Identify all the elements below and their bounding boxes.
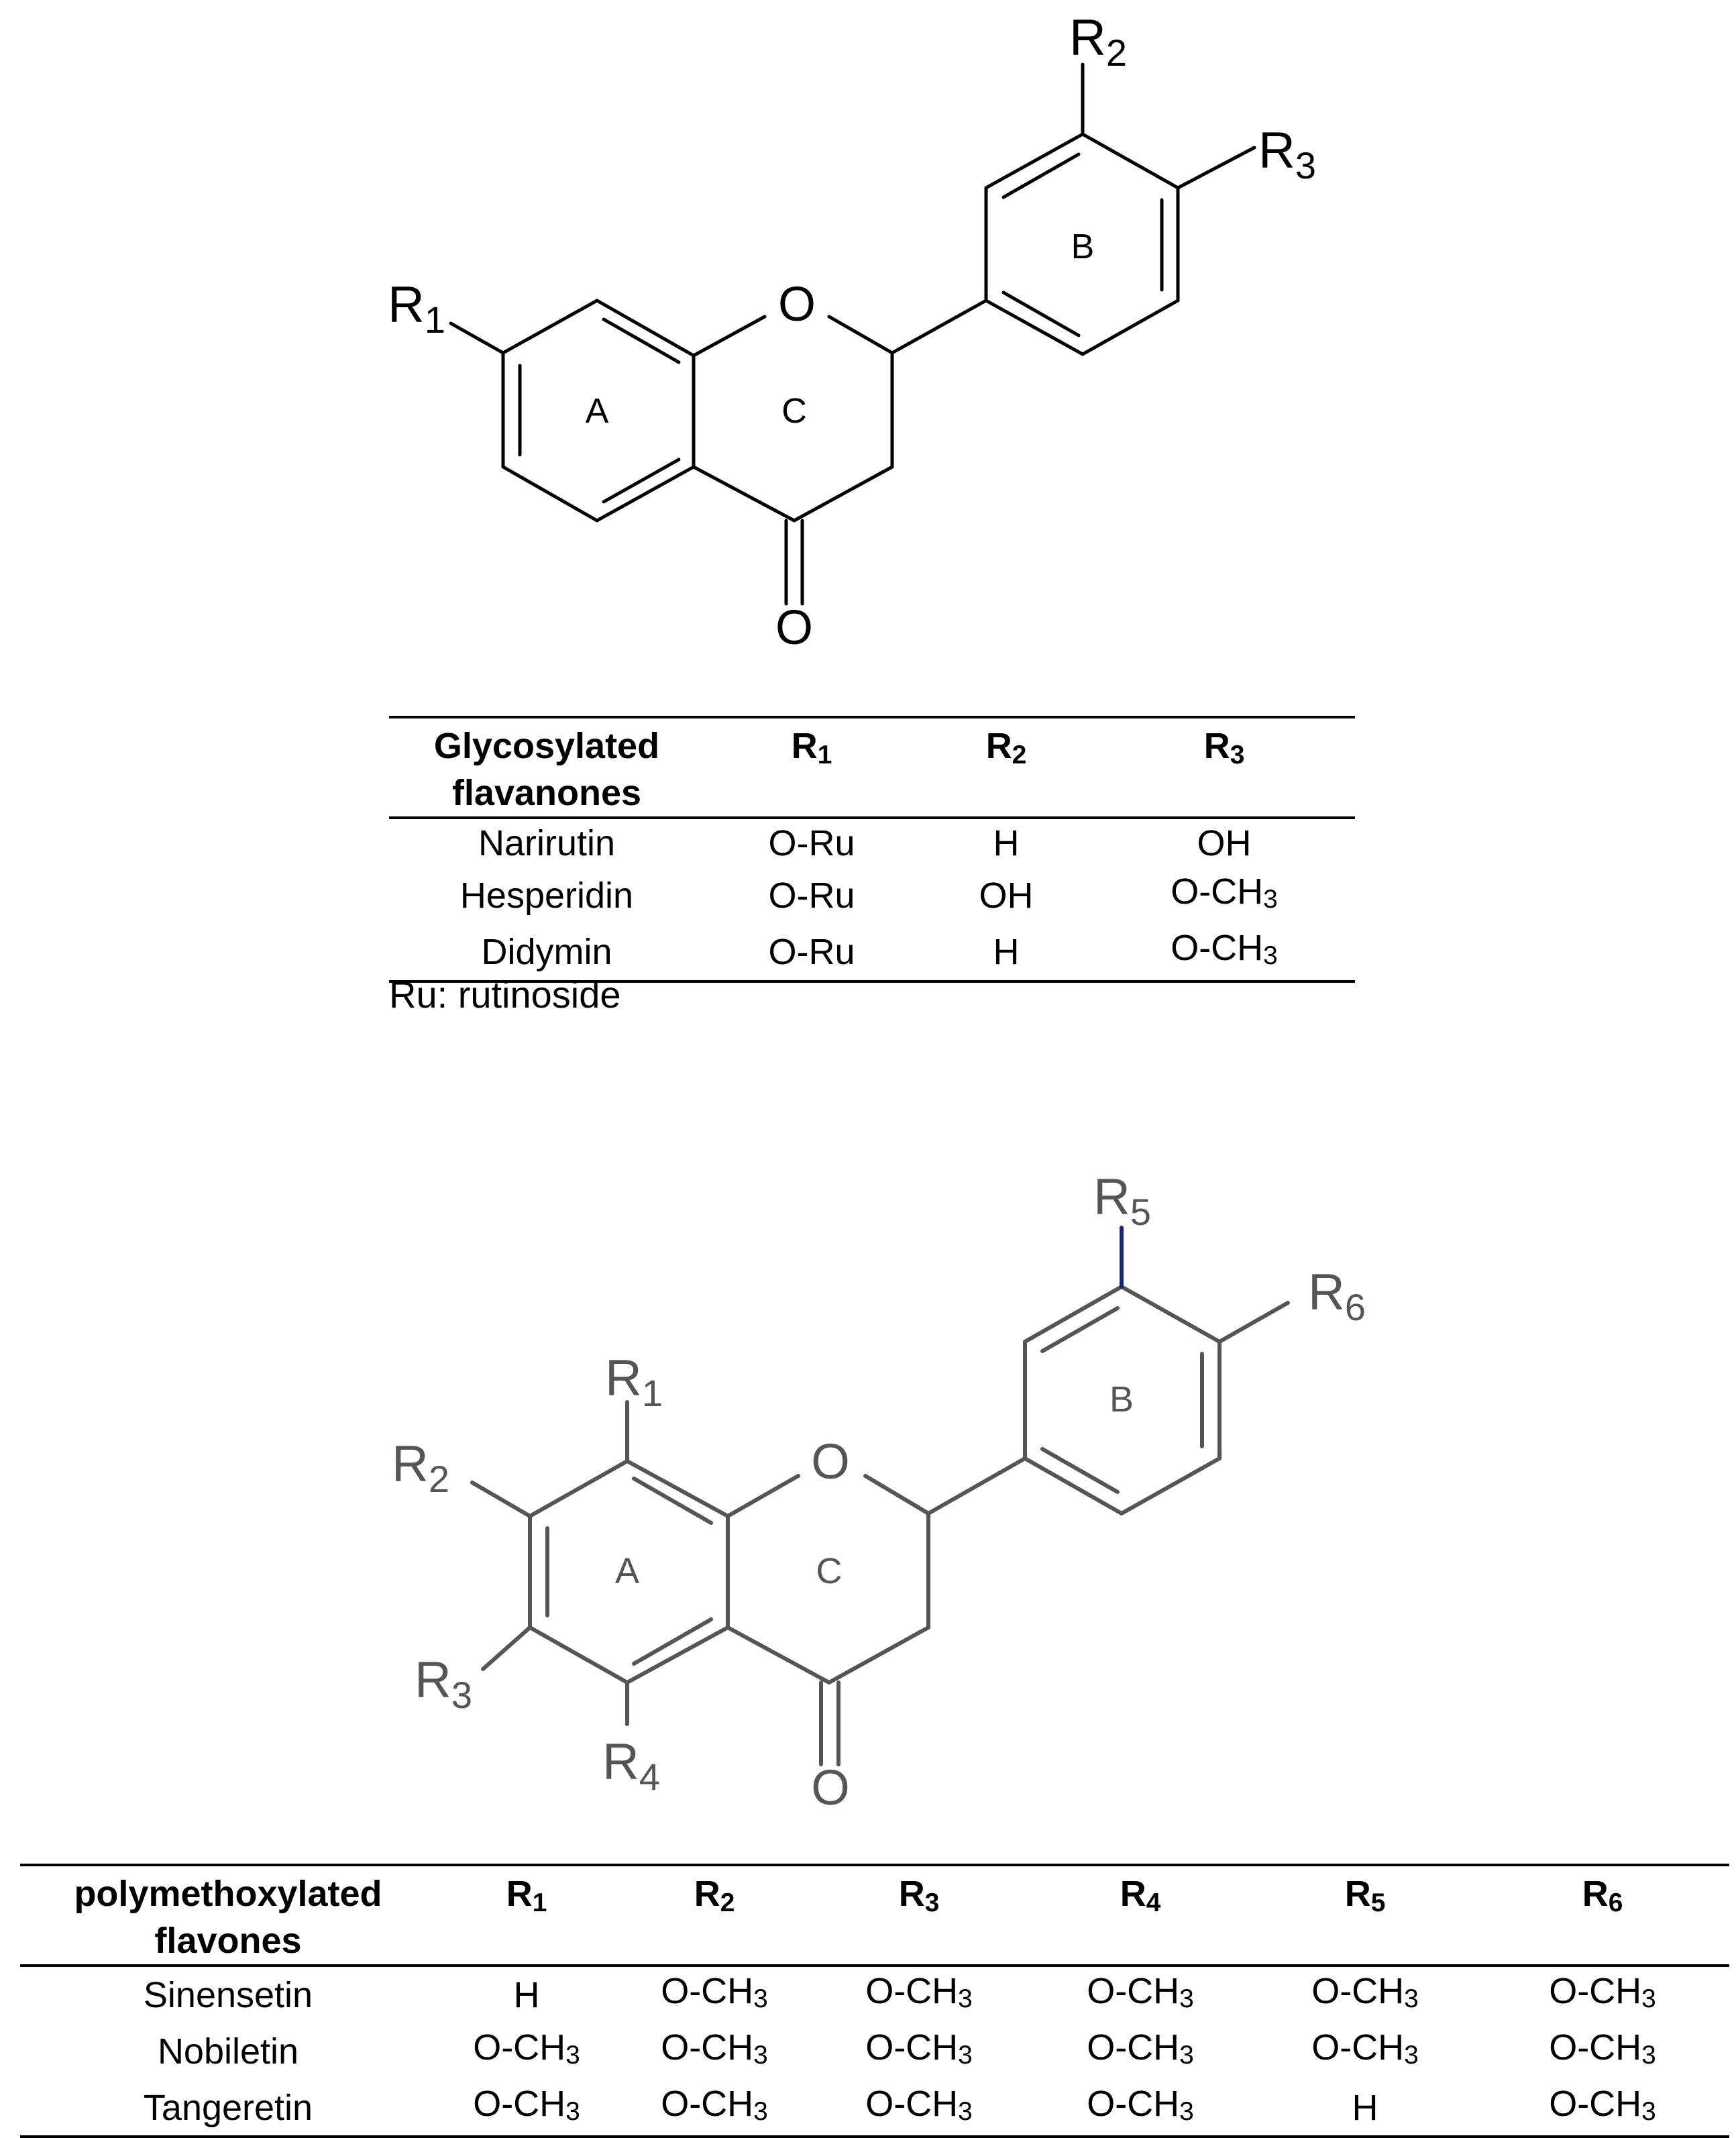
compound-name-cell: Hesperidin bbox=[459, 875, 634, 916]
carbonyl-oxygen-label-2: O bbox=[811, 1760, 850, 1815]
table-row: Nobiletin O-CH3 O-CH3 O-CH3 O-CH3 O-CH3 O-CH3 bbox=[20, 2023, 1729, 2080]
substituent-r1-cell: H bbox=[513, 1974, 540, 2015]
header-r6: R6 bbox=[1582, 1874, 1623, 1917]
substituent-r1-cell: O-CH3 bbox=[473, 2083, 580, 2126]
carbonyl-oxygen-label: O bbox=[775, 601, 813, 655]
substituent-r3-cell: O-CH3 bbox=[865, 2027, 973, 2070]
substituent-r4-cell: O-CH3 bbox=[1087, 2083, 1194, 2126]
substituent-r3-cell: O-CH3 bbox=[865, 2083, 973, 2126]
substituent-r2-cell: O-CH3 bbox=[661, 2083, 768, 2126]
table-row: Hesperidin O-Ru OH O-CH3 bbox=[389, 867, 1355, 924]
substituent-r3-cell: O-CH3 bbox=[1171, 871, 1278, 914]
substituent-r4-cell: O-CH3 bbox=[1087, 2027, 1194, 2070]
r3-label-2: R3 bbox=[415, 1652, 472, 1716]
table-row: Sinensetin H O-CH3 O-CH3 O-CH3 O-CH3 O-CH3 bbox=[20, 1966, 1729, 2023]
compound-name-cell: Nobiletin bbox=[157, 2031, 299, 2072]
table-note: Ru: rutinoside bbox=[389, 973, 621, 1016]
substituent-r6-cell: O-CH3 bbox=[1549, 1971, 1656, 2013]
substituent-r2-cell: O-CH3 bbox=[661, 1971, 768, 2013]
r4-label-2: R4 bbox=[602, 1733, 660, 1798]
ring-b-label: B bbox=[1071, 227, 1095, 266]
substituent-r2-cell: O-CH3 bbox=[661, 2027, 768, 2070]
substituent-r2-cell: H bbox=[993, 931, 1020, 972]
substituent-r6-cell: O-CH3 bbox=[1549, 2083, 1656, 2126]
substituent-r5-cell: O-CH3 bbox=[1311, 2027, 1419, 2070]
header-r3: R3 bbox=[1203, 726, 1245, 769]
substituent-r3-cell: O-CH3 bbox=[1171, 927, 1278, 970]
substituent-r5-cell: O-CH3 bbox=[1311, 1971, 1419, 2013]
polymethoxylated-flavones-table: polymethoxylated flavones R1 R2 R3 R4 R5… bbox=[20, 1864, 1729, 2138]
compound-name-cell: Didymin bbox=[481, 931, 612, 972]
glycosylated-flavanones-table: Glycosylated flavanones R1 R2 R3 Narirut… bbox=[389, 716, 1355, 983]
ring-oxygen-label-2: O bbox=[811, 1434, 850, 1489]
substituent-r1-cell: O-Ru bbox=[768, 823, 855, 863]
substituent-r1-cell: O-Ru bbox=[768, 931, 855, 972]
r2-label-2: R2 bbox=[392, 1436, 449, 1500]
ring-b-label-2: B bbox=[1109, 1379, 1134, 1420]
header-r2: R2 bbox=[694, 1874, 735, 1917]
header-r3: R3 bbox=[898, 1874, 940, 1917]
table-row: Narirutin O-Ru H OH bbox=[389, 818, 1355, 867]
substituent-r4-cell: O-CH3 bbox=[1087, 1971, 1194, 2013]
substituent-r3-cell: O-CH3 bbox=[865, 1971, 973, 2013]
header-r1: R1 bbox=[506, 1874, 547, 1917]
ring-a-label: A bbox=[586, 392, 609, 431]
header-r5: R5 bbox=[1344, 1874, 1386, 1917]
substituent-r5-cell: H bbox=[1352, 2087, 1378, 2128]
table-header-row: Glycosylated flavanones R1 R2 R3 bbox=[389, 717, 1355, 818]
substituent-r1-cell: O-CH3 bbox=[473, 2027, 580, 2070]
substituent-r2-cell: H bbox=[993, 823, 1020, 863]
ring-a-label-2: A bbox=[615, 1551, 639, 1591]
r6-label-2: R6 bbox=[1308, 1264, 1366, 1328]
header-compound-class: Glycosylated flavanones bbox=[433, 726, 660, 813]
substituent-r6-cell: O-CH3 bbox=[1549, 2027, 1656, 2070]
r5-label-2: R5 bbox=[1093, 1169, 1151, 1233]
table-row: Tangeretin O-CH3 O-CH3 O-CH3 O-CH3 H O-CH3 bbox=[20, 2080, 1729, 2137]
header-compound-class: polymethoxylated flavones bbox=[74, 1874, 382, 1961]
compound-name-cell: Narirutin bbox=[478, 823, 616, 863]
substituent-r2-cell: OH bbox=[979, 875, 1034, 916]
r1-label: R1 bbox=[388, 276, 445, 341]
ring-oxygen-label: O bbox=[778, 278, 816, 331]
substituent-r1-cell: O-Ru bbox=[768, 875, 855, 916]
ring-c-label-2: C bbox=[816, 1551, 843, 1591]
table-header-row: polymethoxylated flavones R1 R2 R3 R4 R5… bbox=[20, 1865, 1729, 1966]
substituent-r3-cell: OH bbox=[1197, 823, 1252, 863]
header-r1: R1 bbox=[791, 726, 832, 769]
table-row: Didymin O-Ru H O-CH3 bbox=[389, 924, 1355, 981]
r1-label-2: R1 bbox=[605, 1350, 663, 1414]
header-r4: R4 bbox=[1120, 1874, 1161, 1917]
compound-name-cell: Tangeretin bbox=[143, 2087, 313, 2128]
header-r2: R2 bbox=[985, 726, 1027, 769]
compound-name-cell: Sinensetin bbox=[143, 1974, 313, 2015]
ring-c-label: C bbox=[781, 392, 807, 431]
